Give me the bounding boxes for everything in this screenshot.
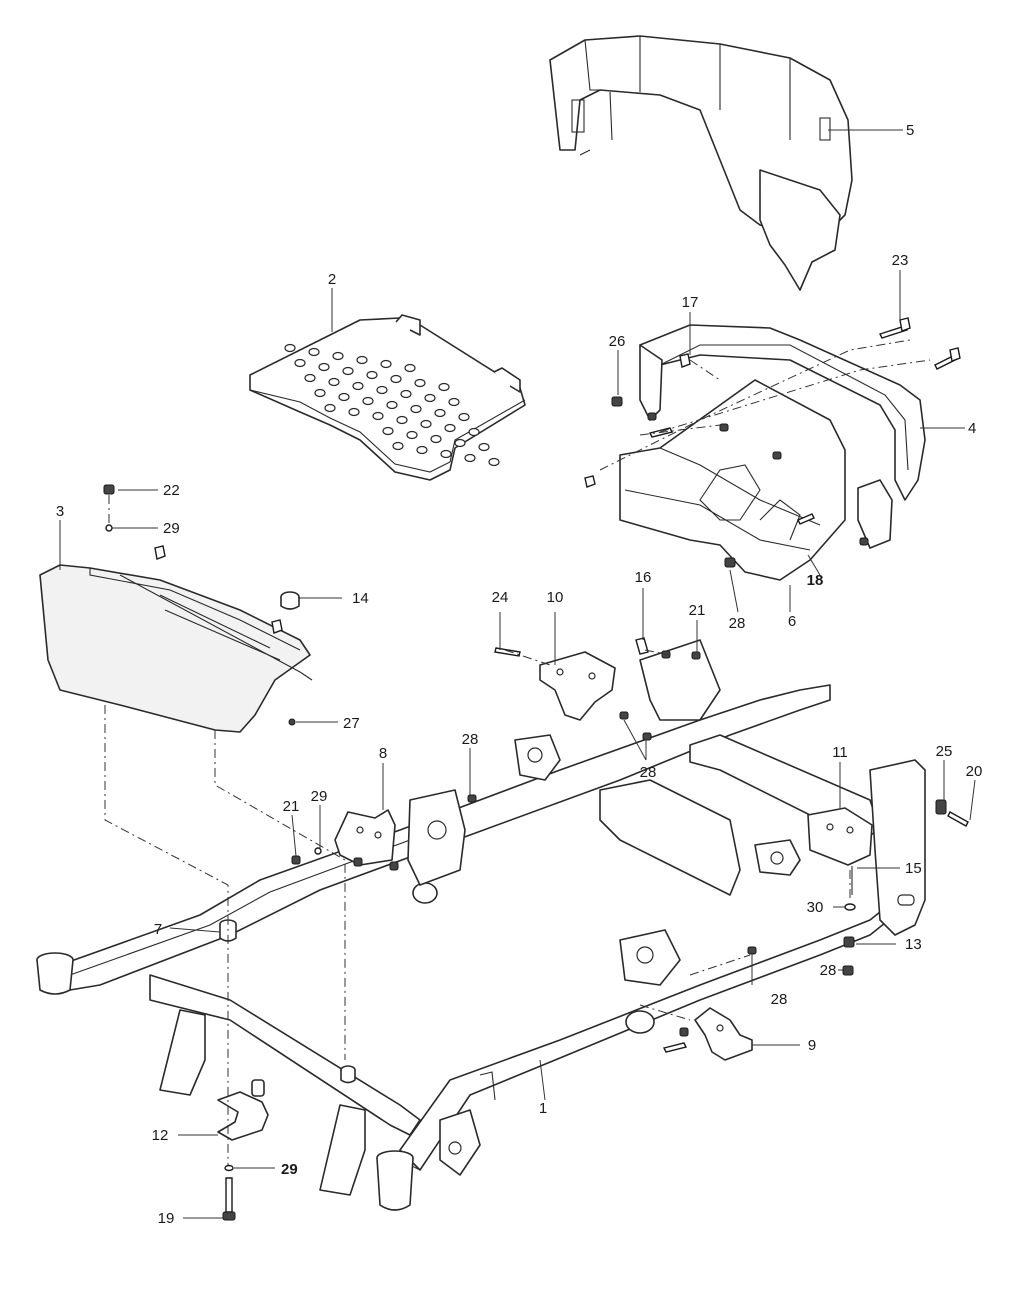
callout-28-lower: 28 — [771, 991, 788, 1008]
callout-18: 18 — [807, 572, 824, 589]
roll-frame-part — [639, 324, 926, 549]
callout-28-seat: 28 — [729, 615, 746, 632]
floor-plate-hole — [458, 412, 470, 422]
floor-plate-hole — [410, 404, 422, 414]
floor-plate-hole — [324, 403, 336, 413]
floor-plate-hole — [390, 374, 402, 384]
floor-plate-hole — [444, 423, 456, 433]
seat-bracket-part — [619, 379, 846, 581]
bracket-11-part — [807, 807, 873, 866]
floor-plate-hole — [478, 442, 490, 452]
floor-plate-hole — [348, 407, 360, 417]
callout-19: 19 — [158, 1210, 175, 1227]
main-frame-part — [36, 639, 926, 1211]
floor-plate-hole — [440, 449, 452, 459]
callout-21-left: 21 — [283, 798, 300, 815]
floor-plate-hole — [356, 355, 368, 365]
callout-12: 12 — [152, 1127, 169, 1144]
floor-plate-hole — [488, 457, 500, 467]
callout-22: 22 — [163, 482, 180, 499]
floor-plate-hole — [366, 370, 378, 380]
floor-plate-hole — [400, 389, 412, 399]
floor-plate-hole — [304, 373, 316, 383]
callout-21-top: 21 — [689, 602, 706, 619]
callout-29-mid: 29 — [311, 788, 328, 805]
callout-28-frame: 28 — [462, 731, 479, 748]
bracket-12-part — [217, 1079, 269, 1141]
floor-plate-hole — [404, 363, 416, 373]
callout-9: 9 — [808, 1037, 816, 1054]
callout-labels: 1 2 3 4 5 6 7 8 9 10 11 12 13 14 15 16 1… — [56, 122, 983, 1227]
floor-plate-hole — [386, 400, 398, 410]
callout-4: 4 — [968, 420, 976, 437]
callout-27: 27 — [343, 715, 360, 732]
floor-plate-hole — [342, 366, 354, 376]
rear-shield-part — [549, 35, 853, 291]
floor-plate-hole — [392, 441, 404, 451]
callout-6: 6 — [788, 613, 796, 630]
assembly-lines — [104, 339, 931, 1165]
floor-plate-hole — [362, 396, 374, 406]
floor-plate-hole — [318, 362, 330, 372]
hardware-group — [103, 317, 969, 1221]
floor-plate-hole — [382, 426, 394, 436]
floor-plate-hole — [308, 347, 320, 357]
floor-plate-hole — [448, 397, 460, 407]
callout-5: 5 — [906, 122, 914, 139]
callout-30: 30 — [807, 899, 824, 916]
floor-plate-hole — [314, 388, 326, 398]
floor-plate-hole — [420, 419, 432, 429]
floor-plate-hole — [414, 378, 426, 388]
leader-lines — [59, 129, 976, 1219]
callout-8: 8 — [379, 745, 387, 762]
floor-plate-hole — [284, 343, 296, 353]
floor-plate-hole — [464, 453, 476, 463]
floor-plate-hole — [434, 408, 446, 418]
floor-plate-hole — [332, 351, 344, 361]
floor-plate-hole — [338, 392, 350, 402]
floor-plate-hole — [380, 359, 392, 369]
floor-plate-hole — [416, 445, 428, 455]
floor-plate-hole — [406, 430, 418, 440]
callout-29-top: 29 — [163, 520, 180, 537]
floor-plate-hole — [424, 393, 436, 403]
callout-1: 1 — [539, 1100, 547, 1117]
floor-plate-hole — [294, 358, 306, 368]
front-cover-part — [39, 564, 313, 733]
callout-10: 10 — [547, 589, 564, 606]
floor-plate-hole — [454, 438, 466, 448]
callout-20: 20 — [966, 763, 983, 780]
callout-24: 24 — [492, 589, 509, 606]
callout-16: 16 — [635, 569, 652, 586]
callout-13: 13 — [905, 936, 922, 953]
callout-2: 2 — [328, 271, 336, 288]
callout-17: 17 — [682, 294, 699, 311]
bracket-9-part — [694, 1007, 753, 1061]
floor-plate-hole — [328, 377, 340, 387]
floor-plate-hole — [352, 381, 364, 391]
callout-28-center: 28 — [640, 764, 657, 781]
floor-plate-hole — [396, 415, 408, 425]
callout-7: 7 — [154, 921, 162, 938]
callout-29-bottom: 29 — [281, 1161, 298, 1178]
callout-26: 26 — [609, 333, 626, 350]
floor-plate-hole — [438, 382, 450, 392]
floor-plate-hole — [468, 427, 480, 437]
floor-plate-hole — [372, 411, 384, 421]
callout-14: 14 — [352, 590, 369, 607]
callout-15: 15 — [905, 860, 922, 877]
callout-25: 25 — [936, 743, 953, 760]
floor-plate-hole — [430, 434, 442, 444]
floor-plate-hole — [376, 385, 388, 395]
bracket-10-part — [539, 651, 616, 721]
callout-11: 11 — [832, 744, 848, 761]
callout-3: 3 — [56, 503, 64, 520]
callout-23: 23 — [892, 252, 909, 269]
bracket-8-part — [334, 809, 396, 866]
callout-28-right: 28 — [820, 962, 837, 979]
floor-plate-part — [249, 314, 526, 481]
